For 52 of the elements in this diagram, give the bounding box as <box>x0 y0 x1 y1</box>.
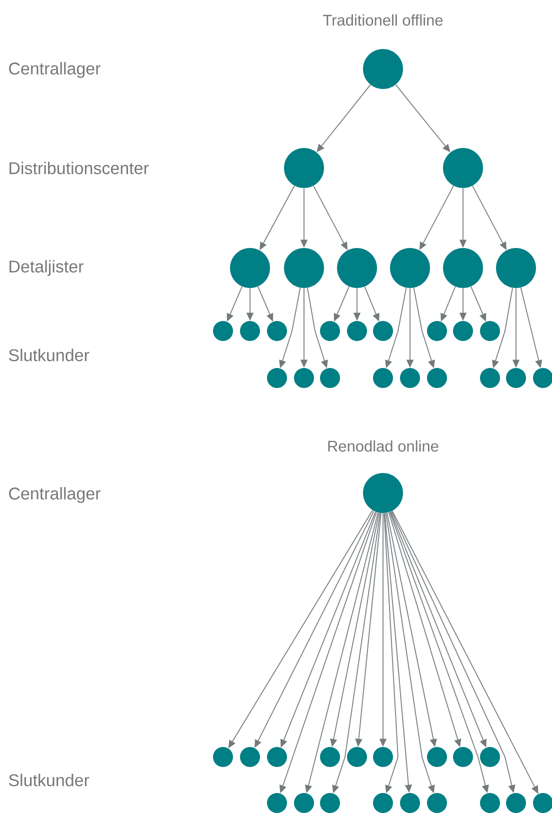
circle-node <box>373 793 393 813</box>
level-label: Detaljister <box>10 260 84 276</box>
circle-node <box>347 321 367 341</box>
circle-node <box>427 321 447 341</box>
circle-node <box>506 368 526 388</box>
level-label: Slutkunder <box>8 348 90 362</box>
circle-node <box>337 248 377 288</box>
circle-node <box>213 747 233 767</box>
circle-node <box>373 368 393 388</box>
circle-node <box>480 368 500 388</box>
circle-node <box>267 368 287 388</box>
circle-node <box>480 321 500 341</box>
circle-node <box>294 793 314 813</box>
circle-node <box>390 248 430 288</box>
section-title: Traditionell offline <box>323 14 443 26</box>
circle-node <box>400 793 420 813</box>
circle-node <box>427 793 447 813</box>
circle-node <box>363 49 403 89</box>
level-label: Slutkunder <box>8 774 90 786</box>
circle-node <box>363 473 403 513</box>
circle-node <box>480 747 500 767</box>
circle-node <box>443 248 483 288</box>
circle-node <box>496 248 536 288</box>
circle-node <box>267 793 287 813</box>
circle-node <box>320 793 340 813</box>
circle-node <box>267 747 287 767</box>
level-label: Distributionscenter <box>10 162 149 174</box>
circle-node <box>240 747 260 767</box>
level-label: Centrallager <box>9 487 100 503</box>
circle-node <box>373 321 393 341</box>
circle-node <box>213 321 233 341</box>
level-label: Centrallager <box>9 62 100 78</box>
circle-node <box>320 321 340 341</box>
circle-node <box>267 321 287 341</box>
section-title: Renodlad online <box>328 440 438 452</box>
circle-node <box>453 321 473 341</box>
circle-node <box>347 747 367 767</box>
circle-node <box>240 321 260 341</box>
circle-node <box>427 368 447 388</box>
circle-node <box>320 368 340 388</box>
circle-node <box>443 148 483 188</box>
circle-node <box>453 747 473 767</box>
circle-node <box>320 747 340 767</box>
circle-node <box>506 793 526 813</box>
circle-node <box>373 747 393 767</box>
circle-node <box>284 148 324 188</box>
circle-node <box>294 368 314 388</box>
circle-node <box>427 747 447 767</box>
circle-node <box>230 248 270 288</box>
circle-node <box>480 793 500 813</box>
circle-node <box>284 248 324 288</box>
circle-node <box>400 368 420 388</box>
